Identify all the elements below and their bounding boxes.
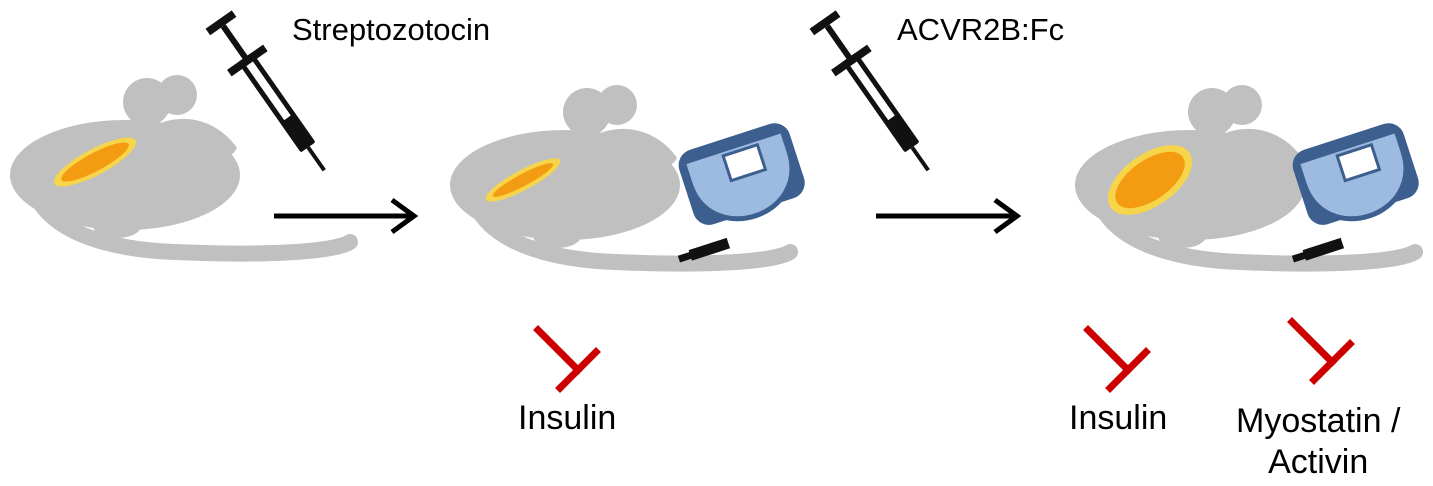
arrow-icon-1 [274, 197, 419, 235]
arrow-icon-2 [876, 197, 1022, 235]
mouse-icon-stage2 [450, 85, 790, 264]
insulin-label-stage3: Insulin [1069, 399, 1168, 437]
myostatin-activin-label: Myostatin / Activin [1236, 401, 1400, 483]
insulin-label-stage2: Insulin [518, 399, 617, 437]
mouse-icon-stage1 [10, 75, 350, 254]
muscle-icon-stage1 [53, 137, 137, 187]
mouse-icon-stage3 [1075, 85, 1415, 264]
acvr2b-fc-label: ACVR2B:Fc [897, 12, 1065, 47]
streptozotocin-label: Streptozotocin [292, 12, 491, 47]
activin-label: Activin [1268, 442, 1369, 481]
inhibition-icon-3 [1292, 322, 1350, 380]
muscle-icon-stage2 [485, 158, 561, 202]
muscle-icon-stage3 [1107, 145, 1193, 215]
inhibition-icon-2 [1088, 330, 1146, 388]
inhibition-icon-1 [538, 330, 596, 388]
myostatin-label: Myostatin / [1236, 402, 1401, 440]
